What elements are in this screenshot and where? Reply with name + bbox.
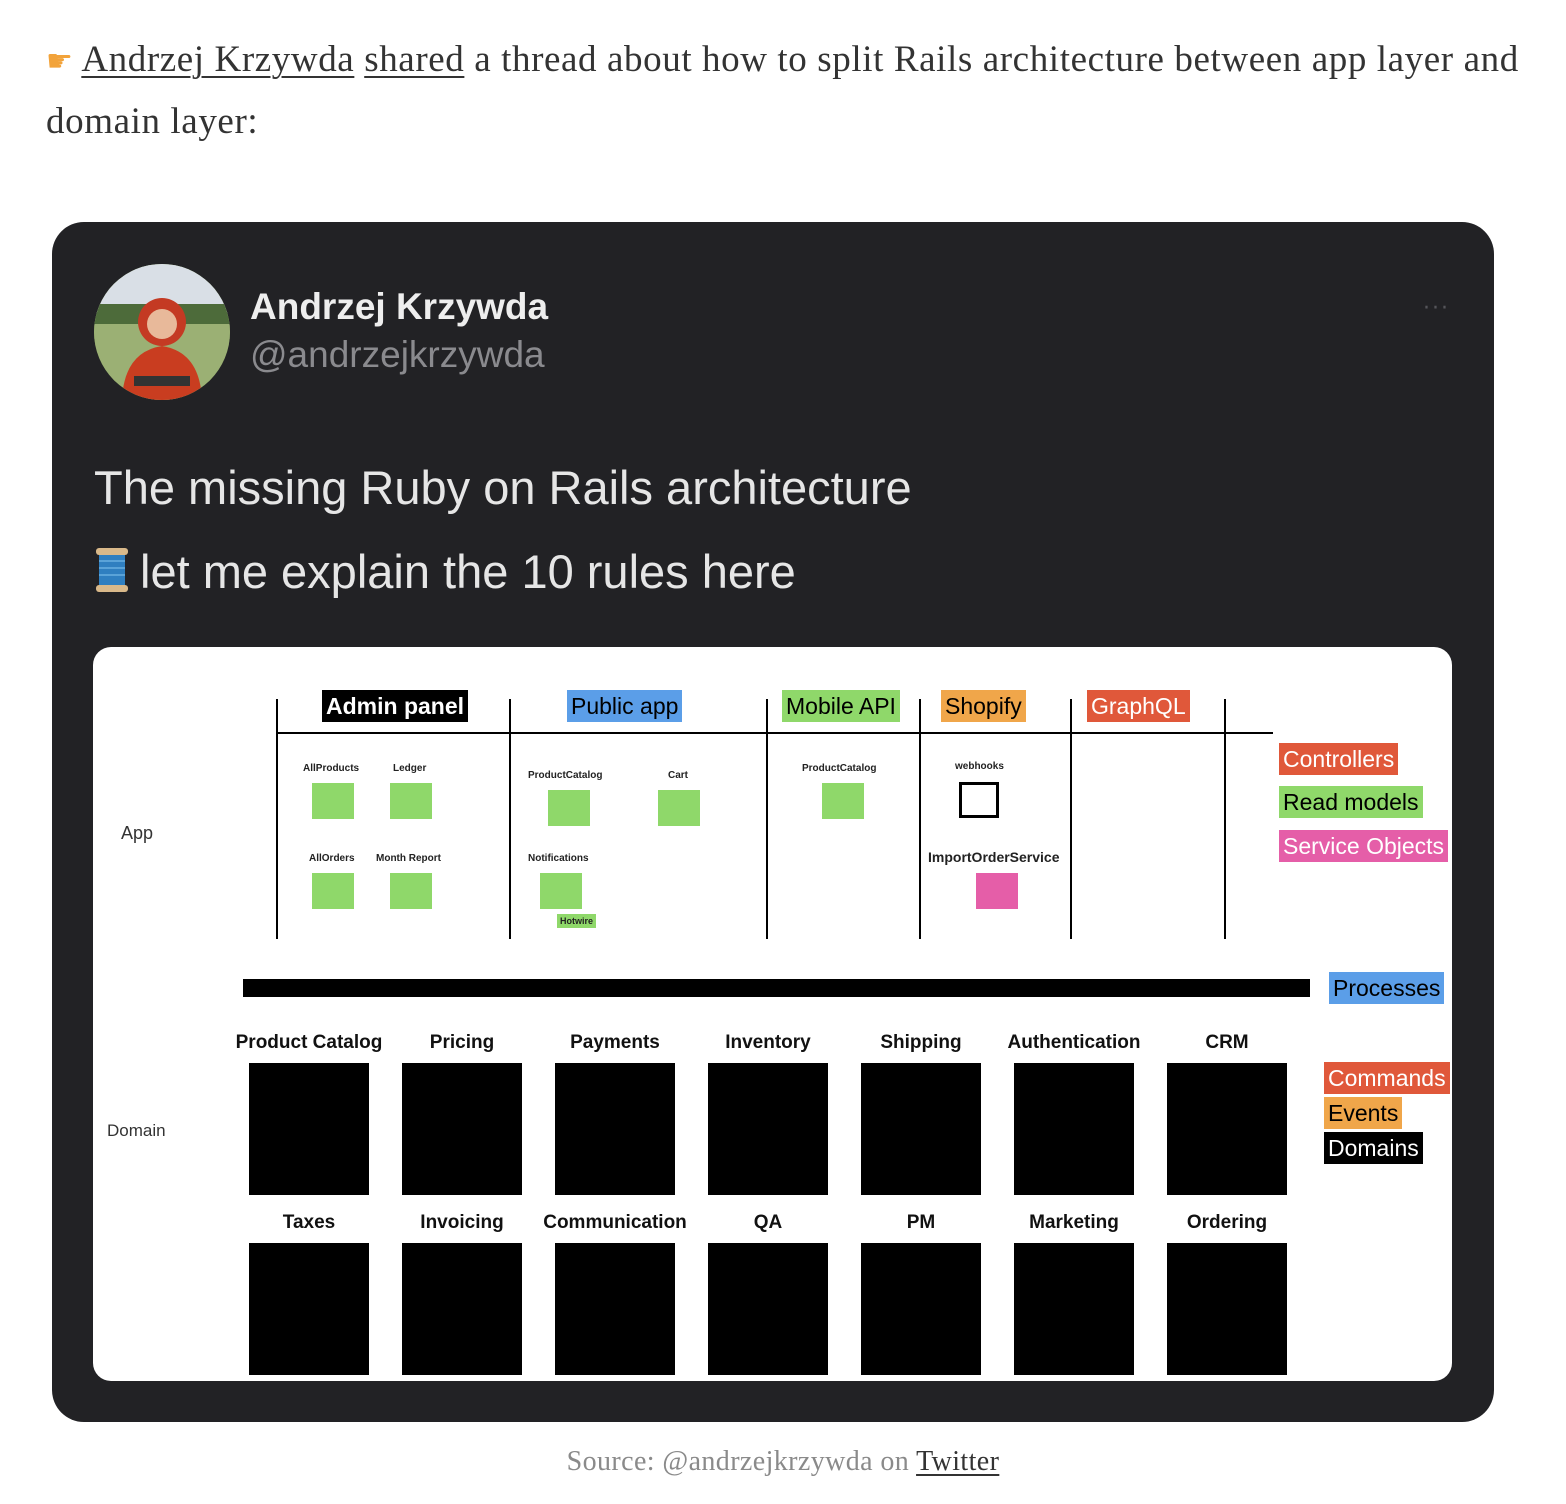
processes-bar [243,979,1310,997]
domain-label: Product Catalog [235,1032,383,1053]
tweet-author-name[interactable]: Andrzej Krzywda [250,286,549,327]
legend-events: Events [1324,1097,1403,1129]
read-model-note [540,873,582,909]
caption-source-text: Source: @andrzejkrzywda on [566,1446,917,1477]
hotwire-label: Hotwire [557,914,597,928]
legend-service-objects: Service Objects [1279,830,1449,862]
domain-box [708,1243,828,1375]
domain-box [402,1063,522,1195]
spool-of-thread-icon [94,546,130,605]
service-object-note [976,873,1018,909]
ledger-label: Ledger [393,763,427,774]
header-graphql: GraphQL [1087,690,1190,722]
domain-label: PM [906,1212,936,1233]
architecture-diagram[interactable]: App Domain Admin panel Public app Mobile… [93,647,1452,1381]
read-model-note [390,783,432,819]
domain-box [249,1243,369,1375]
domain-label: Authentication [1007,1032,1141,1053]
all-products-label: AllProducts [303,763,360,774]
domain-label: Communication [543,1212,687,1233]
product-catalog-mobile-label: ProductCatalog [802,763,877,774]
column-divider [1070,699,1072,939]
header-divider [278,732,1273,734]
legend-processes: Processes [1329,972,1445,1004]
header-admin-panel: Admin panel [322,690,469,722]
pointing-hand-icon: ☛ [46,44,74,79]
domain-box [555,1063,675,1195]
header-shopify: Shopify [941,690,1026,722]
legend-controllers: Controllers [1279,743,1399,775]
domain-box [1014,1243,1134,1375]
cart-label: Cart [668,770,689,781]
column-divider [509,699,511,939]
tweet-text-line2: let me explain the 10 rules here [94,544,796,605]
author-link[interactable]: Andrzej Krzywda [81,39,355,80]
domain-box [1167,1063,1287,1195]
read-model-note [312,873,354,909]
controller-note-outline [959,782,999,818]
read-model-note [390,873,432,909]
tweet-author-handle[interactable]: @andrzejkrzywda [250,334,545,375]
column-divider [919,699,921,939]
domain-box [402,1243,522,1375]
intro-text: a thread about how to split Rails archit… [46,39,1519,142]
domain-label: Marketing [1029,1212,1119,1233]
image-caption: Source: @andrzejkrzywda on Twitter [0,1446,1566,1478]
header-mobile-api: Mobile API [782,690,900,722]
import-order-service-label: ImportOrderService [928,849,1060,865]
legend-read-models: Read models [1279,786,1423,818]
notifications-label: Notifications [528,853,589,864]
app-layer-label: App [121,823,154,843]
domain-label: QA [753,1212,783,1233]
product-catalog-label: ProductCatalog [528,770,603,781]
column-divider [1224,699,1226,939]
domain-label: Inventory [725,1032,811,1053]
domain-label: Pricing [429,1032,495,1053]
read-model-note [658,790,700,826]
webhooks-label: webhooks [955,761,1004,772]
more-options-icon[interactable]: ··· [1423,296,1450,321]
all-orders-label: AllOrders [309,853,355,864]
domain-box [249,1063,369,1195]
domain-box [861,1063,981,1195]
domain-box [708,1063,828,1195]
domain-box [1014,1063,1134,1195]
tweet-text-line1: The missing Ruby on Rails architecture [94,461,912,514]
shared-link[interactable]: shared [364,39,465,80]
twitter-link[interactable]: Twitter [916,1446,1000,1477]
read-model-note [312,783,354,819]
month-report-label: Month Report [376,853,441,864]
domain-layer-label: Domain [107,1121,166,1140]
domain-box [1167,1243,1287,1375]
read-model-note [548,790,590,826]
avatar[interactable] [94,264,230,400]
domain-box [861,1243,981,1375]
legend-domains: Domains [1324,1132,1423,1164]
domain-label: CRM [1205,1032,1249,1053]
domain-box [555,1243,675,1375]
tweet-embed-card[interactable]: Andrzej Krzywda @andrzejkrzywda ··· The … [52,222,1494,1422]
legend-commands: Commands [1324,1062,1450,1094]
intro-paragraph: ☛ Andrzej Krzywda shared a thread about … [46,30,1526,152]
column-divider [766,699,768,939]
read-model-note [822,783,864,819]
domain-label: Invoicing [420,1212,504,1233]
tweet-text-line2-text: let me explain the 10 rules here [140,545,796,598]
domain-label: Taxes [282,1212,336,1233]
domain-label: Ordering [1186,1212,1268,1233]
header-public-app: Public app [567,690,683,722]
domain-label: Shipping [880,1032,962,1053]
domain-label: Payments [570,1032,660,1053]
column-divider [276,699,278,939]
